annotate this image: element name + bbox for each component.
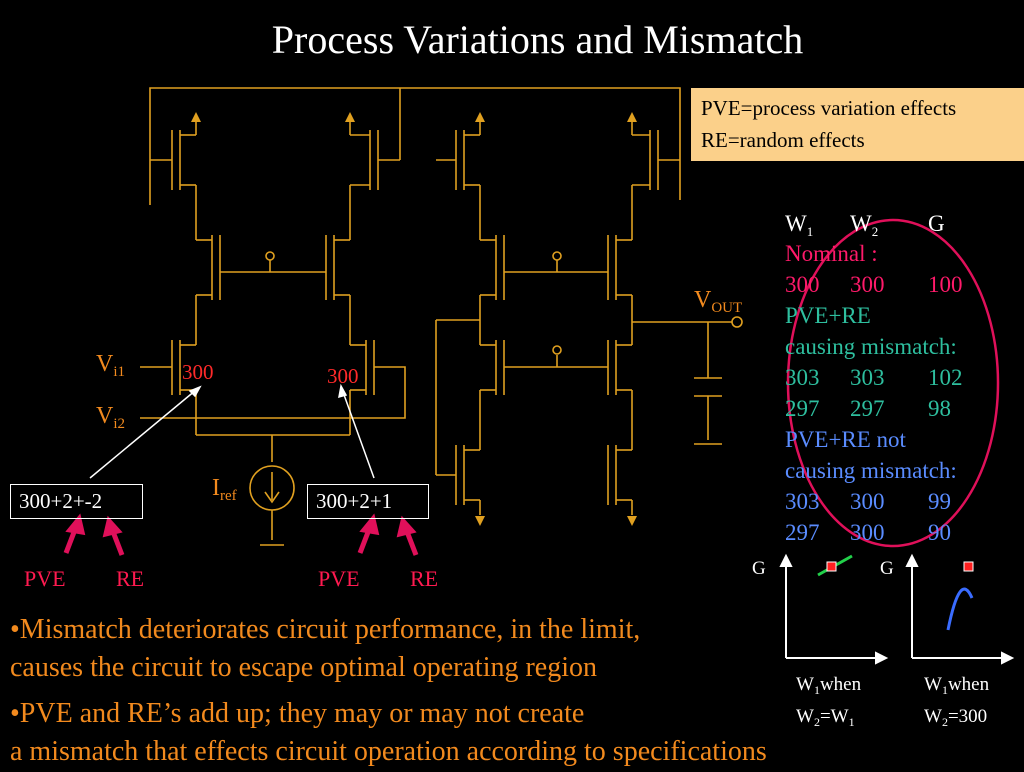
highlight-ellipse (786, 218, 1000, 548)
plot-right-x1-rest: when (947, 674, 990, 695)
mismatch-r1-w2: 303 (850, 365, 885, 390)
pink-arrows (63, 513, 419, 556)
bullet-2-line-2: a mismatch that effects circuit operatio… (10, 736, 767, 767)
w1-main: W (785, 211, 807, 236)
plot-left-x1-rest: when (819, 674, 862, 695)
legend-box: PVE=process variation effects RE=random … (691, 88, 1024, 161)
no-mismatch-r2-w2: 300 (850, 520, 885, 545)
vout-sub: OUT (711, 300, 743, 316)
w2-main: W (850, 211, 872, 236)
plot-right-xlabel-2: W2=300 (924, 706, 987, 733)
plot-left-x2-main: W (796, 706, 814, 727)
no-mismatch-r2-g: 90 (928, 520, 951, 545)
annotation-arrows (89, 383, 375, 479)
plot-left-x1-main: W (796, 674, 814, 695)
plot-left-x2-sub: 2 (813, 715, 820, 729)
right-width-box: 300+2+1 (307, 484, 429, 519)
vi1-label: Vi1 (96, 350, 125, 386)
w2-sub: 2 (871, 224, 879, 239)
nominal-w1: 300 (785, 272, 820, 297)
right-pve-label: PVE (318, 566, 360, 591)
mismatch-r2-w1: 297 (785, 396, 820, 421)
no-mismatch-r1-w2: 300 (850, 489, 885, 514)
left-pve-label: PVE (24, 566, 66, 591)
mismatch-r1-w1: 303 (785, 365, 820, 390)
table-header-w2: W2 (850, 210, 878, 246)
slide-title: Process Variations and Mismatch (271, 17, 804, 62)
right-width-label: 300 (327, 364, 359, 388)
supply-arrows (191, 112, 637, 526)
right-re-label: RE (410, 566, 439, 591)
plot-left-x2-mid: =W (819, 706, 849, 727)
mismatch-label-1: PVE+RE (785, 303, 871, 328)
mismatch-label-2: causing mismatch: (785, 334, 957, 359)
bullet-2-line-1: •PVE and RE’s add up; they may or may no… (10, 698, 585, 729)
vi1-sub: i1 (113, 364, 126, 380)
left-re-label: RE (116, 566, 145, 591)
plot-left-x1-sub: 1 (813, 683, 820, 697)
iref-sub: ref (220, 488, 237, 504)
mismatch-r2-w2: 297 (850, 396, 885, 421)
plot-right-x1-sub: 1 (941, 683, 948, 697)
legend-re: RE=random effects (701, 128, 865, 152)
mismatch-r2-g: 98 (928, 396, 951, 421)
no-mismatch-r2-w1: 297 (785, 520, 820, 545)
bullet-1-line-1: •Mismatch deteriorates circuit performan… (10, 614, 641, 645)
vi2-sub: i2 (113, 416, 126, 432)
nominal-g: 100 (928, 272, 963, 297)
mismatch-r1-g: 102 (928, 365, 963, 390)
bullet-1-line-2: causes the circuit to escape optimal ope… (10, 652, 598, 683)
left-width-label: 300 (182, 360, 214, 384)
iref-main: I (212, 475, 220, 501)
vi1-main: V (96, 351, 114, 377)
nominal-w2: 300 (850, 272, 885, 297)
plot-right-ylabel: G (880, 558, 894, 579)
plot-right-axes (905, 553, 1015, 665)
no-mismatch-r1-w1: 303 (785, 489, 820, 514)
plot-left-axes (779, 553, 889, 665)
no-mismatch-label-2: causing mismatch: (785, 458, 957, 483)
vout-label: VOUT (694, 286, 742, 322)
plot-left-x2-sub2: 1 (848, 715, 855, 729)
plot-right-x1-main: W (924, 674, 942, 695)
plot-right-xlabel-1: W1when (924, 674, 989, 701)
plot-right-x2-main: W (924, 706, 942, 727)
no-mismatch-label-1: PVE+RE not (785, 427, 906, 452)
plot-right-x2-sub: 2 (941, 715, 948, 729)
no-mismatch-r1-g: 99 (928, 489, 951, 514)
table-header-g: G (928, 211, 945, 236)
nominal-label: Nominal : (785, 241, 878, 266)
circuit-wires (140, 87, 743, 546)
plot-left-ylabel: G (752, 558, 766, 579)
w1-sub: 1 (806, 224, 814, 239)
plot-right-point (963, 561, 974, 572)
plot-left-xlabel-1: W1when (796, 674, 861, 701)
plot-left-point (826, 561, 837, 572)
vout-main: V (694, 287, 712, 313)
legend-pve: PVE=process variation effects (701, 96, 957, 120)
table-header-w1: W1 (785, 210, 813, 246)
plot-right-curve (946, 587, 974, 631)
plot-right-x2-rest: =300 (947, 706, 988, 727)
bullet-list: •Mismatch deteriorates circuit performan… (10, 610, 1020, 772)
left-width-box: 300+2+-2 (10, 484, 143, 519)
vi2-label: Vi2 (96, 402, 125, 438)
plot-left-xlabel-2: W2=W1 (796, 706, 855, 733)
vi2-main: V (96, 403, 114, 429)
iref-label: Iref (212, 474, 237, 510)
